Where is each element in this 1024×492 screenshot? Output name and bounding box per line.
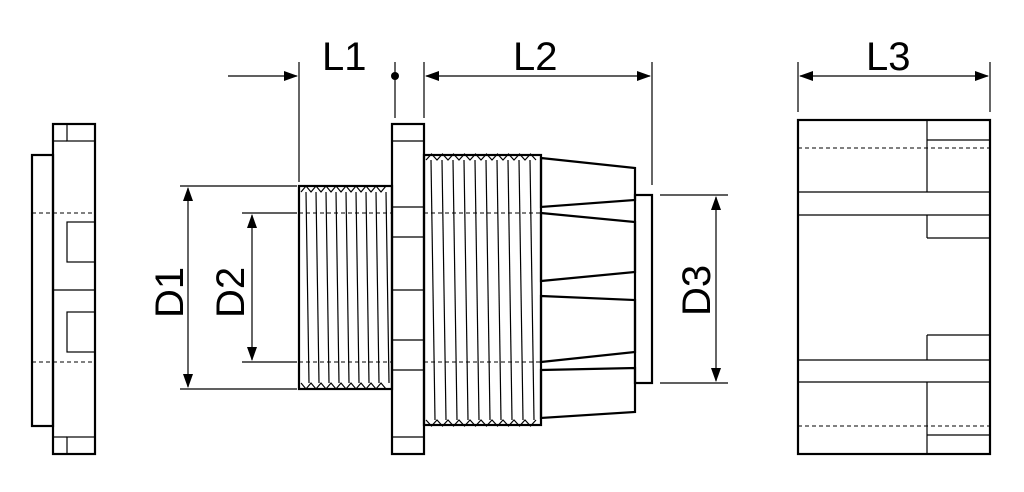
thread-lines-small: [305, 191, 390, 384]
dimension-label-d2: D2: [209, 267, 253, 318]
thread-bot-small: [300, 382, 387, 390]
thread-lines-big: [425, 153, 537, 427]
dimension-lines: [180, 62, 991, 390]
dimension-label-l1: L1: [322, 35, 367, 79]
thread-top-small: [300, 185, 387, 193]
left-side-view: [30, 122, 97, 456]
dimension-label-l2: L2: [513, 35, 558, 79]
dimension-label-d3: D3: [675, 265, 719, 316]
dimension-label-l3: L3: [866, 35, 911, 79]
center-main-view: [297, 122, 654, 456]
right-end-view: [796, 118, 992, 456]
dimension-label-d1: D1: [148, 267, 192, 318]
